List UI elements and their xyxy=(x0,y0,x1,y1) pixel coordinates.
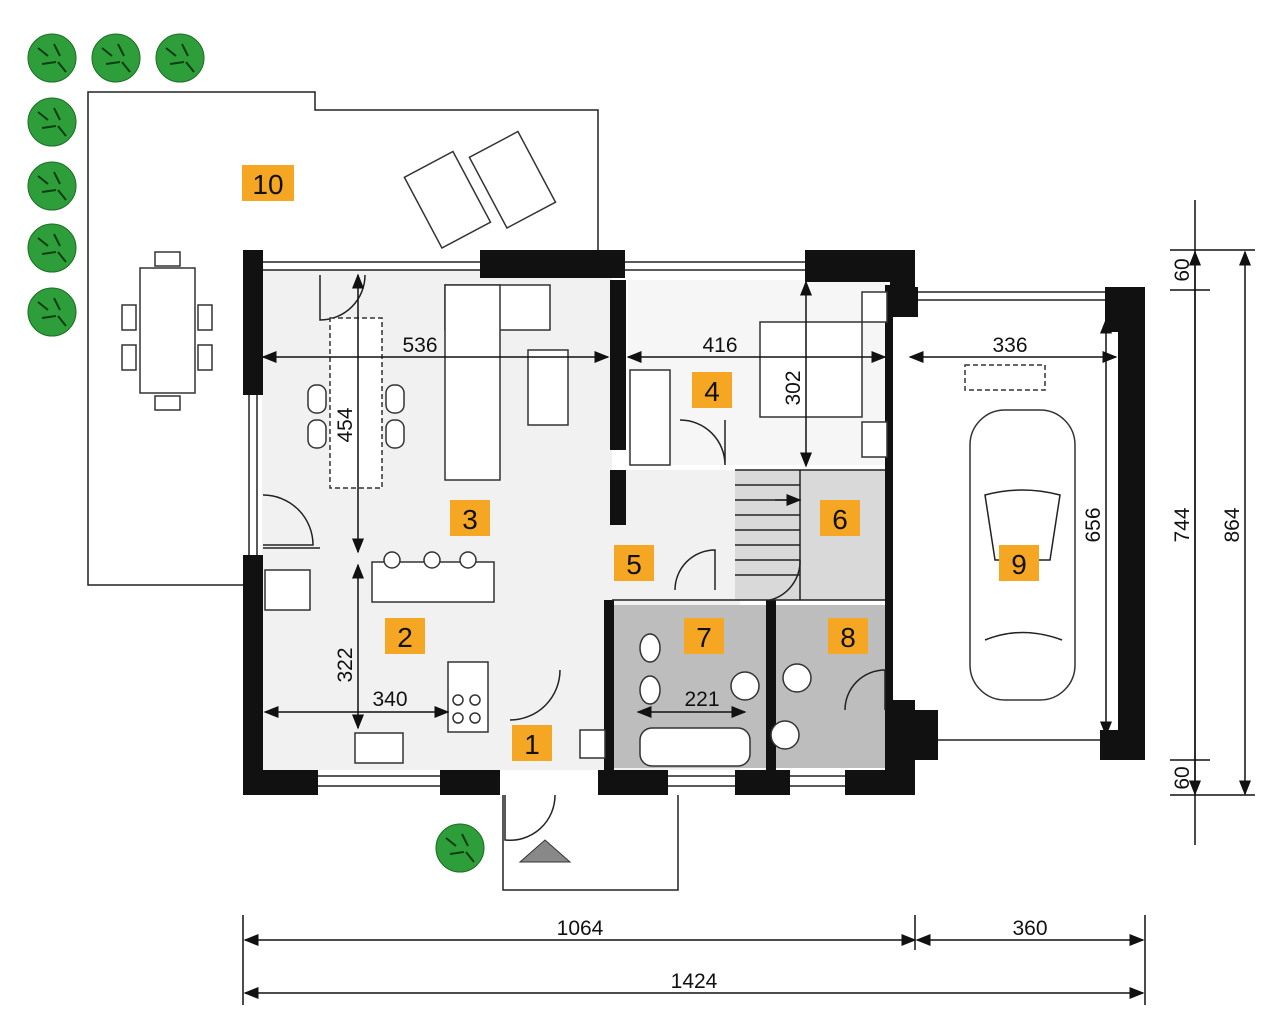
dim-living-depth: 454 xyxy=(334,407,357,442)
dim-bottom-offset: 60 xyxy=(1171,766,1194,789)
dim-garage-depth: 656 xyxy=(1082,507,1105,542)
bathroom-fixtures xyxy=(579,633,812,767)
terrace-table xyxy=(121,251,213,411)
svg-text:7: 7 xyxy=(696,622,712,653)
dim-total-width: 1424 xyxy=(671,970,718,993)
doors xyxy=(262,274,886,842)
room-label-4: 4 xyxy=(692,372,732,408)
room-label-5: 5 xyxy=(614,545,654,581)
window-lines xyxy=(248,261,1105,891)
room-label-8: 8 xyxy=(828,618,868,654)
dim-living-width: 536 xyxy=(402,334,437,357)
dim-house-depth: 744 xyxy=(1171,507,1194,542)
dimension-lines xyxy=(242,200,1255,1005)
svg-text:2: 2 xyxy=(397,622,413,653)
room-label-3: 3 xyxy=(450,500,490,536)
dim-house-width: 1064 xyxy=(557,917,604,940)
walls xyxy=(243,250,1145,795)
sun-loungers xyxy=(403,130,557,250)
svg-text:10: 10 xyxy=(252,169,283,200)
svg-text:6: 6 xyxy=(832,504,848,535)
room-label-6: 6 xyxy=(820,500,860,536)
room-label-10: 10 xyxy=(242,165,294,201)
entrance-arrow-icon xyxy=(518,839,572,863)
svg-text:4: 4 xyxy=(704,376,720,407)
sofa xyxy=(444,284,569,481)
dim-total-depth: 864 xyxy=(1221,507,1244,542)
room-label-2: 2 xyxy=(385,618,425,654)
terrace-outline xyxy=(87,91,599,586)
svg-text:8: 8 xyxy=(840,622,856,653)
dim-kitchen-depth: 322 xyxy=(334,647,357,682)
car xyxy=(964,364,1076,701)
svg-text:3: 3 xyxy=(462,504,478,535)
room-label-1: 1 xyxy=(512,725,552,761)
svg-text:9: 9 xyxy=(1011,549,1027,580)
stairs xyxy=(735,469,885,600)
dim-top-offset: 60 xyxy=(1171,258,1194,281)
kitchen xyxy=(264,551,495,764)
stairs-floor xyxy=(735,470,885,600)
room-label-9: 9 xyxy=(999,545,1039,581)
svg-text:5: 5 xyxy=(626,549,642,580)
dim-garage-width: 336 xyxy=(992,334,1027,357)
dim-bedroom-depth: 302 xyxy=(782,370,805,405)
dim-kitchen-width: 340 xyxy=(372,688,407,711)
room-label-7: 7 xyxy=(684,618,724,654)
dim-bedroom-width: 416 xyxy=(702,334,737,357)
dim-garage-total-width: 360 xyxy=(1012,917,1047,940)
svg-text:1: 1 xyxy=(524,729,540,760)
dim-bathroom-width: 221 xyxy=(684,688,719,711)
